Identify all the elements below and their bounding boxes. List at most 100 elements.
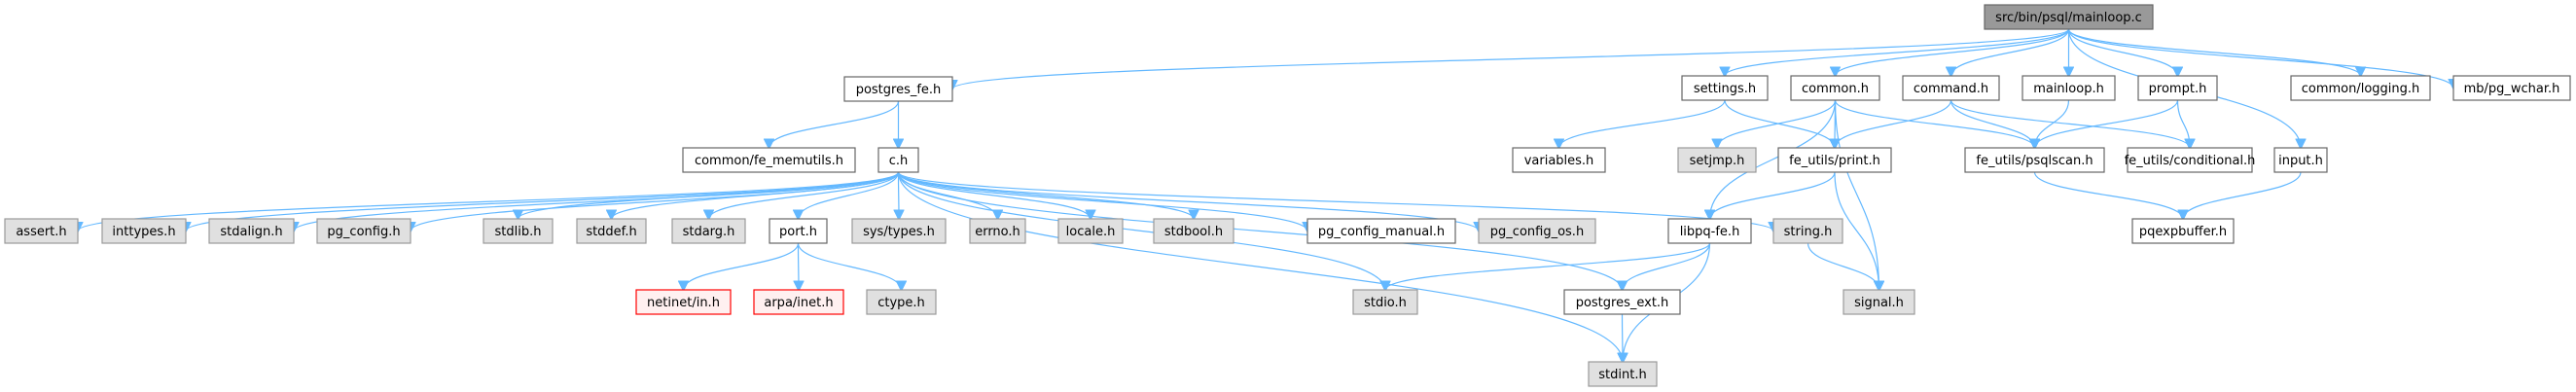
node-postgres-ext-h[interactable]: postgres_ext.h — [1563, 289, 1681, 315]
node-stdio-h: stdio.h — [1352, 289, 1418, 315]
node-label: input.h — [2278, 154, 2323, 168]
node-box — [753, 289, 844, 315]
node-pqexpbuffer-h[interactable]: pqexpbuffer.h — [2131, 218, 2235, 244]
node-inttypes-h: inttypes.h — [101, 218, 187, 244]
node-setjmp-h: setjmp.h — [1677, 147, 1757, 173]
edge-c-h-to-sys-types-h — [899, 171, 900, 219]
node-label: stdbool.h — [1164, 225, 1223, 239]
edge-c-h-to-locale-h — [897, 171, 1091, 219]
node-port-h[interactable]: port.h — [769, 218, 828, 244]
node-fe-utils-conditional-h[interactable]: fe_utils/conditional.h — [2125, 147, 2256, 173]
node-mb-pg-wchar-h[interactable]: mb/pg_wchar.h — [2452, 75, 2571, 101]
edge-common-h-to-signal-h — [1834, 99, 1879, 290]
edge-prompt-h-to-fe-utils-psqlscan-h — [2035, 99, 2179, 148]
node-box — [1772, 218, 1843, 244]
node-netinet-in-h: netinet/in.h — [635, 289, 732, 315]
node-variables-h[interactable]: variables.h — [1512, 147, 1606, 173]
node-label: command.h — [1914, 82, 1988, 96]
node-label: locale.h — [1066, 225, 1116, 239]
edge-input-h-to-pqexpbuffer-h — [2183, 171, 2302, 219]
node-box — [2137, 75, 2218, 101]
edge-c-h-to-stdlib-h — [519, 171, 900, 219]
node-label: settings.h — [1694, 82, 1756, 96]
edge-c-h-to-stdio-h — [897, 171, 1386, 290]
node-box — [2131, 218, 2235, 244]
node-box — [969, 218, 1026, 244]
node-box — [1681, 75, 1769, 101]
node-label: fe_utils/print.h — [1789, 154, 1880, 168]
node-layer: src/bin/psql/mainloop.c postgres_fe.h sett… — [4, 4, 2571, 387]
node-src-bin-psql-mainloop-c[interactable]: src/bin/psql/mainloop.c — [1984, 4, 2154, 30]
node-stdlib-h: stdlib.h — [483, 218, 554, 244]
node-box — [1563, 289, 1681, 315]
edge-libpq-fe-h-to-stdio-h — [1385, 242, 1711, 290]
node-input-h[interactable]: input.h — [2273, 147, 2328, 173]
node-pg-config-h: pg_config.h — [316, 218, 411, 244]
node-string-h: string.h — [1772, 218, 1843, 244]
node-assert-h: assert.h — [4, 218, 79, 244]
node-label: stdint.h — [1598, 368, 1646, 382]
node-common-fe-memutils-h[interactable]: common/fe_memutils.h — [682, 147, 856, 173]
node-label: stdalign.h — [220, 225, 282, 239]
node-box — [1512, 147, 1606, 173]
node-fe-utils-print-h[interactable]: fe_utils/print.h — [1777, 147, 1892, 173]
edge-c-h-to-pg-config-manual-h — [897, 171, 1308, 232]
node-label: stddef.h — [586, 225, 636, 239]
node-fe-utils-psqlscan-h[interactable]: fe_utils/psqlscan.h — [1964, 147, 2105, 173]
node-box — [1057, 218, 1124, 244]
node-label: netinet/in.h — [647, 296, 720, 310]
node-label: sys/types.h — [863, 225, 935, 239]
node-box — [1153, 218, 1234, 244]
node-common-h[interactable]: common.h — [1790, 75, 1880, 101]
node-label: stdlib.h — [495, 225, 542, 239]
node-stdarg-h: stdarg.h — [671, 218, 746, 244]
node-box — [1478, 218, 1596, 244]
edge-c-h-to-port-h — [799, 171, 900, 219]
node-pg-config-manual-h[interactable]: pg_config_manual.h — [1306, 218, 1456, 244]
node-mainloop-h[interactable]: mainloop.h — [2021, 75, 2116, 101]
node-box — [2127, 147, 2253, 173]
node-label: fe_utils/psqlscan.h — [1976, 154, 2093, 168]
node-c-h[interactable]: c.h — [877, 147, 919, 173]
edge-src-bin-psql-mainloop-c-to-common-h — [1836, 28, 2070, 76]
node-label: arpa/inet.h — [764, 296, 833, 310]
node-settings-h[interactable]: settings.h — [1681, 75, 1769, 101]
node-label: pg_config_manual.h — [1318, 225, 1445, 239]
edge-src-bin-psql-mainloop-c-to-postgres-fe-h — [952, 28, 2070, 89]
node-label: c.h — [889, 154, 909, 168]
node-signal-h: signal.h — [1843, 289, 1915, 315]
edge-c-h-to-stddef-h — [612, 171, 900, 219]
node-label: stdarg.h — [683, 225, 735, 239]
edge-settings-h-to-variables-h — [1559, 99, 1726, 148]
edge-string-h-to-signal-h — [1807, 242, 1879, 290]
node-box — [2452, 75, 2571, 101]
edge-command-h-to-fe-utils-print-h — [1835, 99, 1952, 148]
node-locale-h: locale.h — [1057, 218, 1124, 244]
node-prompt-h[interactable]: prompt.h — [2137, 75, 2218, 101]
node-label: assert.h — [16, 225, 66, 239]
edge-src-bin-psql-mainloop-c-to-mb-pg-wchar-h — [2067, 28, 2454, 89]
edge-src-bin-psql-mainloop-c-to-settings-h — [1725, 28, 2070, 76]
node-common-logging-h[interactable]: common/logging.h — [2290, 75, 2431, 101]
node-box — [2290, 75, 2431, 101]
node-box — [866, 289, 937, 315]
edge-c-h-to-errno-h — [897, 171, 998, 219]
edge-src-bin-psql-mainloop-c-to-prompt-h — [2067, 28, 2178, 76]
node-libpq-fe-h[interactable]: libpq-fe.h — [1667, 218, 1752, 244]
node-label: postgres_ext.h — [1576, 296, 1669, 310]
edge-common-h-to-fe-utils-psqlscan-h — [1834, 99, 2035, 148]
edge-postgres-fe-h-to-common-fe-memutils-h — [769, 100, 900, 148]
node-label: mainloop.h — [2033, 82, 2104, 96]
node-box — [483, 218, 554, 244]
node-arpa-inet-h: arpa/inet.h — [753, 289, 844, 315]
node-box — [576, 218, 647, 244]
edge-c-h-to-stdbool-h — [897, 171, 1195, 219]
node-box — [1667, 218, 1752, 244]
node-label: errno.h — [975, 225, 1020, 239]
node-postgres-fe-h[interactable]: postgres_fe.h — [843, 76, 953, 102]
node-box — [877, 147, 919, 173]
edge-fe-utils-psqlscan-h-to-pqexpbuffer-h — [2033, 171, 2184, 219]
node-command-h[interactable]: command.h — [1902, 75, 2000, 101]
edge-src-bin-psql-mainloop-c-to-common-logging-h — [2067, 28, 2361, 76]
